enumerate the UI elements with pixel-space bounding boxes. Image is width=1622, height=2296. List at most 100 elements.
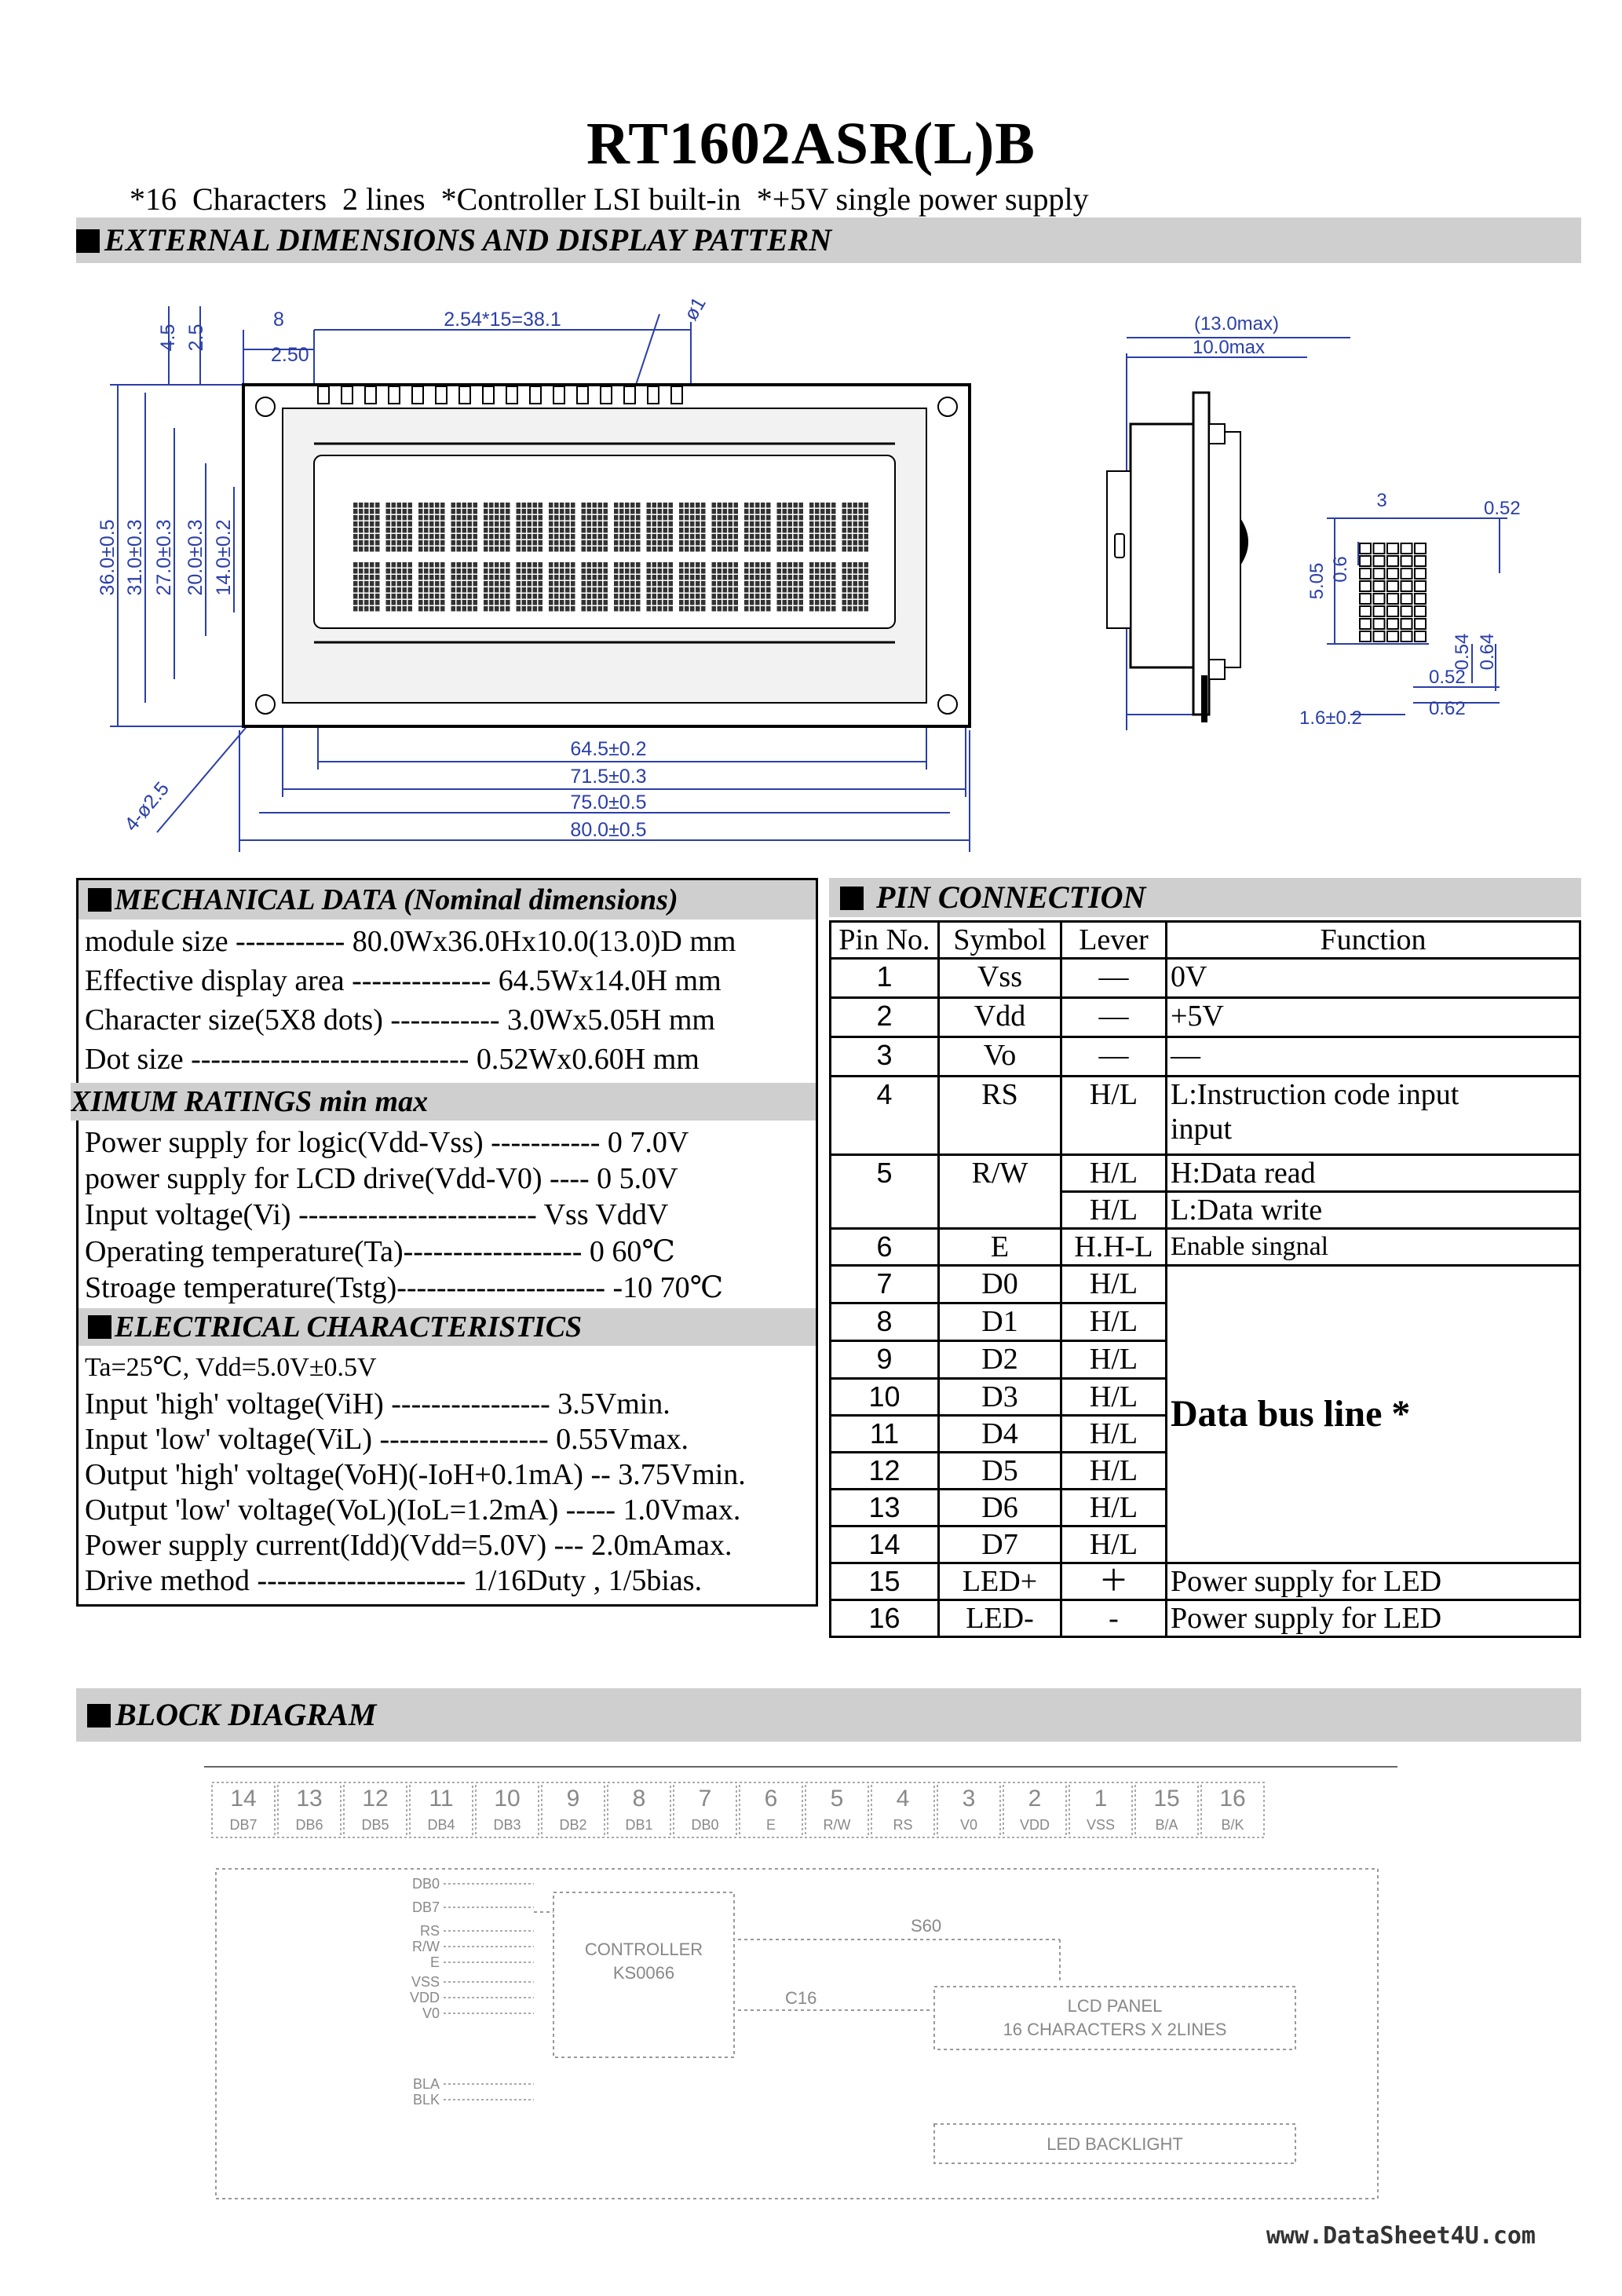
pin-lever: H/L [1060, 1488, 1167, 1527]
char-cell [679, 503, 706, 552]
pin-symbol: LED+ [937, 1562, 1062, 1601]
dot-dim-pin-length: 1.6±0.2 [1299, 707, 1362, 729]
pin-symbol: D0 [937, 1264, 1062, 1304]
mech-row: Dot size ---------------------------- 0.… [85, 1043, 700, 1076]
block-pin-name: DB0 [691, 1817, 718, 1833]
char-cell [646, 503, 673, 552]
pin-function: Enable singnal [1165, 1227, 1581, 1267]
char-cell [516, 562, 542, 612]
char-cell [418, 562, 445, 612]
block-pin-cell [343, 1782, 407, 1838]
block-pin-cell [739, 1782, 803, 1838]
signal-label: VDD [410, 1990, 440, 2005]
dot-cell [1359, 555, 1372, 567]
block-diagram-header: BLOCK DIAGRAM [76, 1688, 1581, 1742]
connector-pin [576, 386, 589, 404]
block-pin-name: B/A [1155, 1817, 1178, 1833]
block-pin-name: VSS [1087, 1817, 1115, 1833]
signal-label: VSS [411, 1974, 440, 1990]
dot-cell [1386, 593, 1399, 605]
char-cell [711, 562, 738, 612]
dim-label-pin-offset: 8 [273, 309, 284, 331]
dim-label-pitch: 2.54*15=38.1 [444, 309, 561, 331]
dot-cell [1414, 580, 1427, 592]
char-cell [744, 562, 771, 612]
dim-label-height-14: 14.0±0.2 [213, 519, 235, 595]
dot-dim-3: 3 [1376, 490, 1386, 511]
table-row: 13 D6 H/L [829, 1488, 1580, 1527]
block-pin-cell [541, 1782, 605, 1838]
table-row: 6 E H.H-L Enable singnal [829, 1227, 1581, 1267]
table-row: 1 Vss — 0V [829, 957, 1581, 999]
char-cell [776, 562, 803, 612]
dot-cell [1386, 555, 1399, 567]
block-pin-cell [1134, 1782, 1199, 1838]
pin-function: L:Data write [1165, 1190, 1581, 1230]
block-pin-name: DB7 [229, 1817, 257, 1833]
block-pin-number: 9 [567, 1786, 580, 1812]
block-pin-name: E [766, 1817, 776, 1833]
char-cell [451, 562, 477, 612]
block-pin-name: DB3 [493, 1817, 521, 1833]
block-pin-cell [607, 1782, 671, 1838]
block-pin-name: VDD [1020, 1817, 1050, 1833]
dot-dim-052b: 0.52 [1429, 667, 1466, 688]
block-pin-number: 15 [1153, 1786, 1179, 1812]
pin-function: 0V [1165, 957, 1581, 999]
electrical-header: ELECTRICAL CHARACTERISTICS [79, 1308, 816, 1346]
block-pin-name: DB2 [559, 1817, 586, 1833]
pin-connection-title: PIN CONNECTION [876, 879, 1146, 915]
connector-pin [388, 386, 400, 404]
char-cell [809, 562, 836, 612]
block-pin-number: 2 [1028, 1786, 1042, 1812]
block-pin-cell [1200, 1782, 1265, 1838]
dim-label-2-5: 2.5 [185, 324, 207, 352]
pin-no: 12 [829, 1451, 940, 1490]
dot-cell [1400, 593, 1413, 605]
pin-lever: H/L [1060, 1302, 1167, 1342]
mechanical-header: MECHANICAL DATA (Nominal dimensions) [79, 880, 816, 919]
pin-symbol: D4 [937, 1414, 1062, 1453]
page-title: RT1602ASR(L)B [586, 111, 1036, 177]
pin-symbol: D3 [937, 1377, 1062, 1417]
char-cell [385, 503, 412, 552]
pin-symbol: D6 [937, 1488, 1062, 1527]
pin-symbol: E [937, 1227, 1062, 1267]
ratings-header: XIMUM RATINGS min max [71, 1083, 816, 1121]
dim-label-width-64: 64.5±0.2 [570, 738, 646, 760]
dim-label-4-5: 4.5 [157, 324, 179, 352]
char-cell [484, 562, 510, 612]
side-bezel [1208, 431, 1241, 668]
char-cell [711, 503, 738, 552]
pin-symbol: D1 [937, 1302, 1062, 1342]
signal-label: RS [420, 1923, 440, 1939]
seg-label: S60 [911, 1916, 941, 1936]
pin-function-line: L:Instruction code input [1171, 1078, 1459, 1111]
dot-cell [1372, 555, 1386, 567]
dot-cell [1372, 543, 1386, 554]
square-bullet-icon [88, 888, 111, 912]
pin-lever: — [1060, 996, 1167, 1038]
pin-symbol: Vss [937, 957, 1062, 999]
watermark: www.DataSheet4U.com [1266, 2222, 1536, 2250]
lcd-panel-box [933, 1986, 1296, 2050]
pin-symbol: LED- [937, 1599, 1062, 1638]
pin-function: Power supply for LED [1165, 1562, 1581, 1601]
pin-symbol: RS [937, 1075, 1062, 1156]
block-pin-cell [211, 1782, 276, 1838]
connector-pin [482, 386, 495, 404]
block-pin-number: 10 [494, 1786, 520, 1812]
dot-cell [1400, 631, 1413, 642]
char-cell [549, 562, 575, 612]
elec-row: Output 'low' voltage(VoL)(IoL=1.2mA) ---… [85, 1493, 741, 1526]
pin-row [317, 386, 683, 404]
block-pin-name: V0 [960, 1817, 977, 1833]
square-bullet-icon [76, 229, 100, 253]
pin-no: 2 [829, 996, 940, 1038]
pin-no: 9 [829, 1340, 940, 1380]
mount-hole-icon [937, 694, 958, 715]
block-pin-number: 4 [897, 1786, 910, 1812]
pin-lever: - [1060, 1599, 1167, 1638]
section-external-header: EXTERNAL DIMENSIONS AND DISPLAY PATTERN [76, 218, 1581, 263]
dim-label-hole: ø1 [680, 294, 711, 324]
